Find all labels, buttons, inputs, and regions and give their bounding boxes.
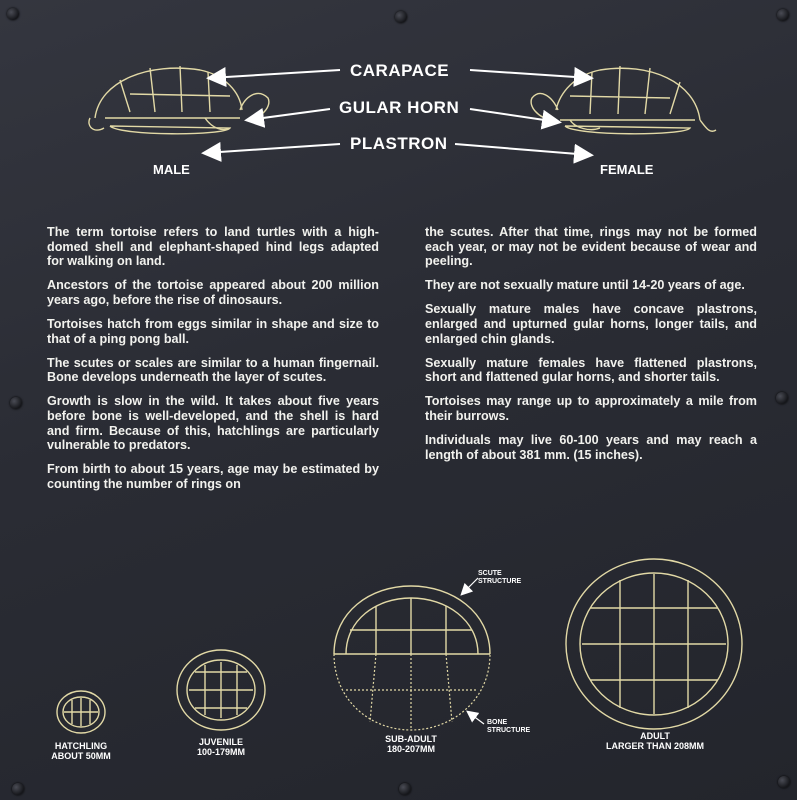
paragraph: Tortoises hatch from eggs similar in sha… xyxy=(47,316,379,346)
bolt-bottom-center xyxy=(399,783,411,795)
paragraph: Individuals may live 60-100 years and ma… xyxy=(425,433,757,462)
bolt-top-left xyxy=(7,8,19,20)
paragraph: Growth is slow in the wild. It takes abo… xyxy=(47,394,379,453)
paragraph: Tortoises may range up to approximately … xyxy=(425,394,757,423)
paragraph: They are not sexually mature until 14-20… xyxy=(425,278,745,293)
hatchling-shell-diagram xyxy=(56,690,106,734)
paragraph: The scutes or scales are similar to a hu… xyxy=(47,355,379,385)
subadult-shell-diagram xyxy=(333,577,491,731)
bolt-middle-left xyxy=(10,397,22,409)
paragraph: Sexually mature females have flattened p… xyxy=(425,355,757,385)
juvenile-shell-diagram xyxy=(176,649,266,731)
scute-structure-annotation: SCUTE STRUCTURE xyxy=(478,570,522,585)
paragraph: Sexually mature males have concave plast… xyxy=(425,302,757,346)
paragraph: the scutes. After that time, rings may n… xyxy=(425,225,757,269)
female-label: FEMALE xyxy=(600,162,654,177)
plastron-label: PLASTRON xyxy=(350,134,448,153)
juvenile-caption: JUVENILE 100-179MM xyxy=(196,737,246,757)
bolt-bottom-left xyxy=(12,783,24,795)
carapace-label: CARAPACE xyxy=(350,61,450,80)
bolt-top-right xyxy=(777,9,789,21)
female-tortoise-illustration xyxy=(530,65,717,135)
bolt-top-center xyxy=(395,11,407,23)
bolt-middle-right xyxy=(776,392,788,404)
paragraph: From birth to about 15 years, age may be… xyxy=(47,462,379,491)
paragraph: The term tortoise refers to land turtles… xyxy=(47,225,379,269)
adult-caption: ADULT LARGER THAN 208MM xyxy=(605,731,704,751)
bone-structure-annotation: BONE STRUCTURE xyxy=(487,719,531,734)
paragraph: Ancestors of the tortoise appeared about… xyxy=(47,278,379,307)
male-tortoise-illustration xyxy=(88,65,270,135)
left-text-column: The term tortoise refers to land turtles… xyxy=(47,225,379,501)
subadult-caption: SUB-ADULT 180-207MM xyxy=(385,734,437,754)
male-label: MALE xyxy=(153,162,190,177)
gular-horn-label: GULAR HORN xyxy=(339,98,460,117)
hatchling-caption: HATCHLING ABOUT 50MM xyxy=(51,741,111,761)
adult-shell-diagram xyxy=(565,558,743,730)
right-text-column: the scutes. After that time, rings may n… xyxy=(425,225,757,472)
bolt-bottom-right xyxy=(778,776,790,788)
